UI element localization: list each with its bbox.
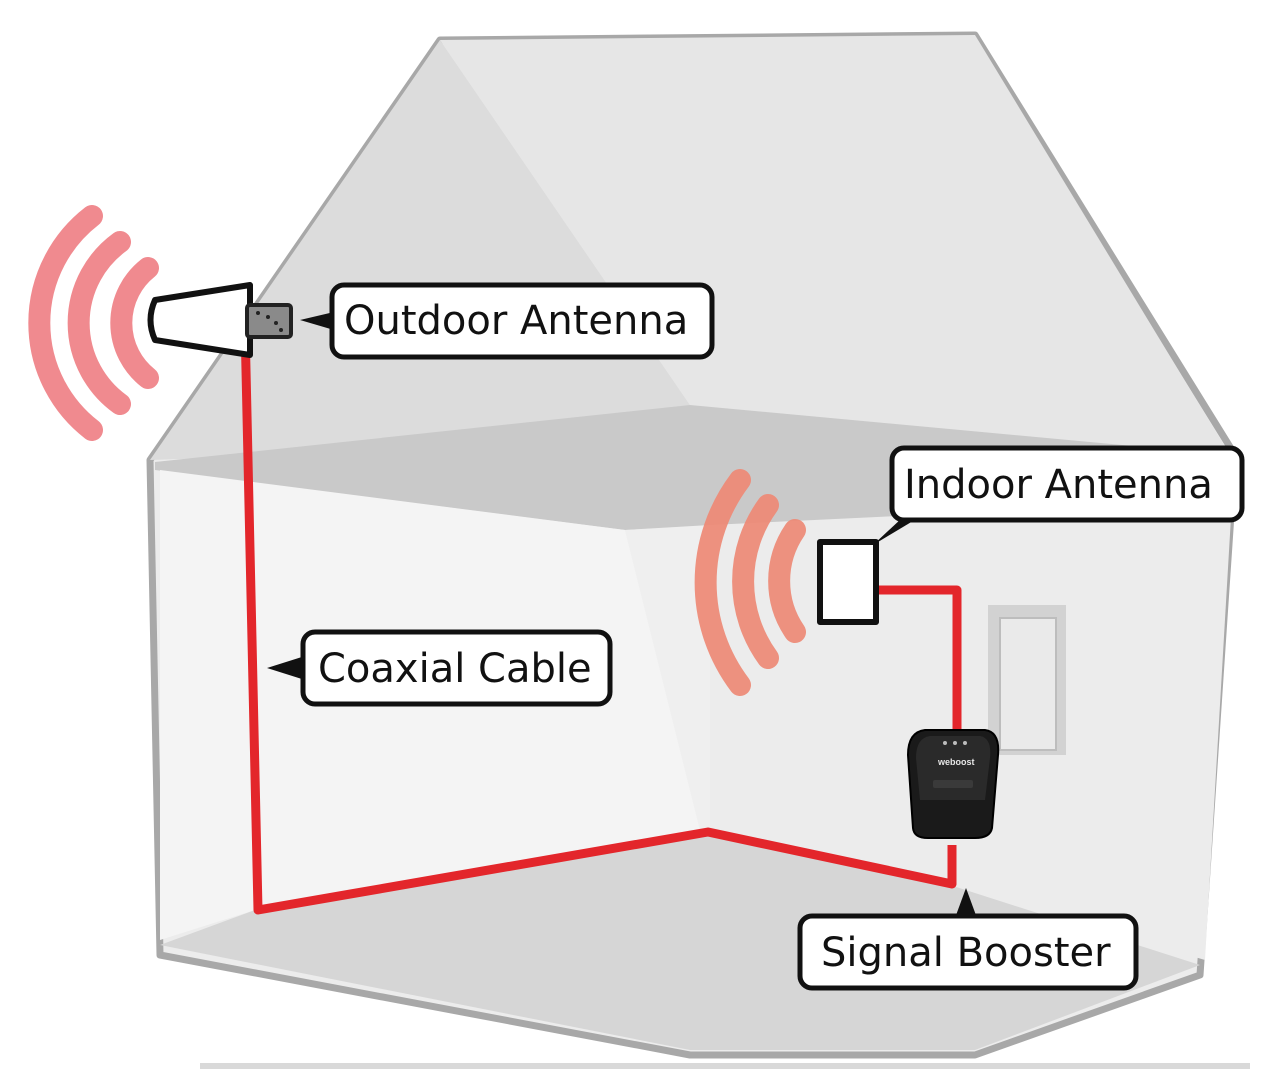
indoor-cable-line <box>876 585 962 735</box>
indoor-antenna-callout: Indoor Antenna <box>873 445 1245 545</box>
indoor-antenna-label: Indoor Antenna <box>904 462 1213 508</box>
coaxial-cable-label: Coaxial Cable <box>318 646 592 692</box>
outdoor-antenna-label: Outdoor Antenna <box>344 298 688 344</box>
window <box>988 605 1066 755</box>
outdoor-signal-waves-icon <box>28 205 159 441</box>
outdoor-antenna-callout: Outdoor Antenna <box>300 282 715 360</box>
coaxial-cable-line <box>240 324 957 915</box>
back-wall <box>625 525 710 830</box>
ground-shadow <box>200 1063 1250 1069</box>
indoor-signal-waves-icon <box>694 469 806 696</box>
roof-right-face <box>440 35 1230 455</box>
outdoor-antenna-icon <box>147 282 293 358</box>
signal-booster-callout: Signal Booster <box>797 888 1139 991</box>
signal-booster-label: Signal Booster <box>821 930 1111 976</box>
signal-booster-device-icon: weboost <box>906 729 1000 839</box>
coaxial-cable-callout: Coaxial Cable <box>267 629 613 707</box>
booster-brand-label: weboost <box>937 757 975 767</box>
indoor-antenna-icon <box>817 539 879 625</box>
